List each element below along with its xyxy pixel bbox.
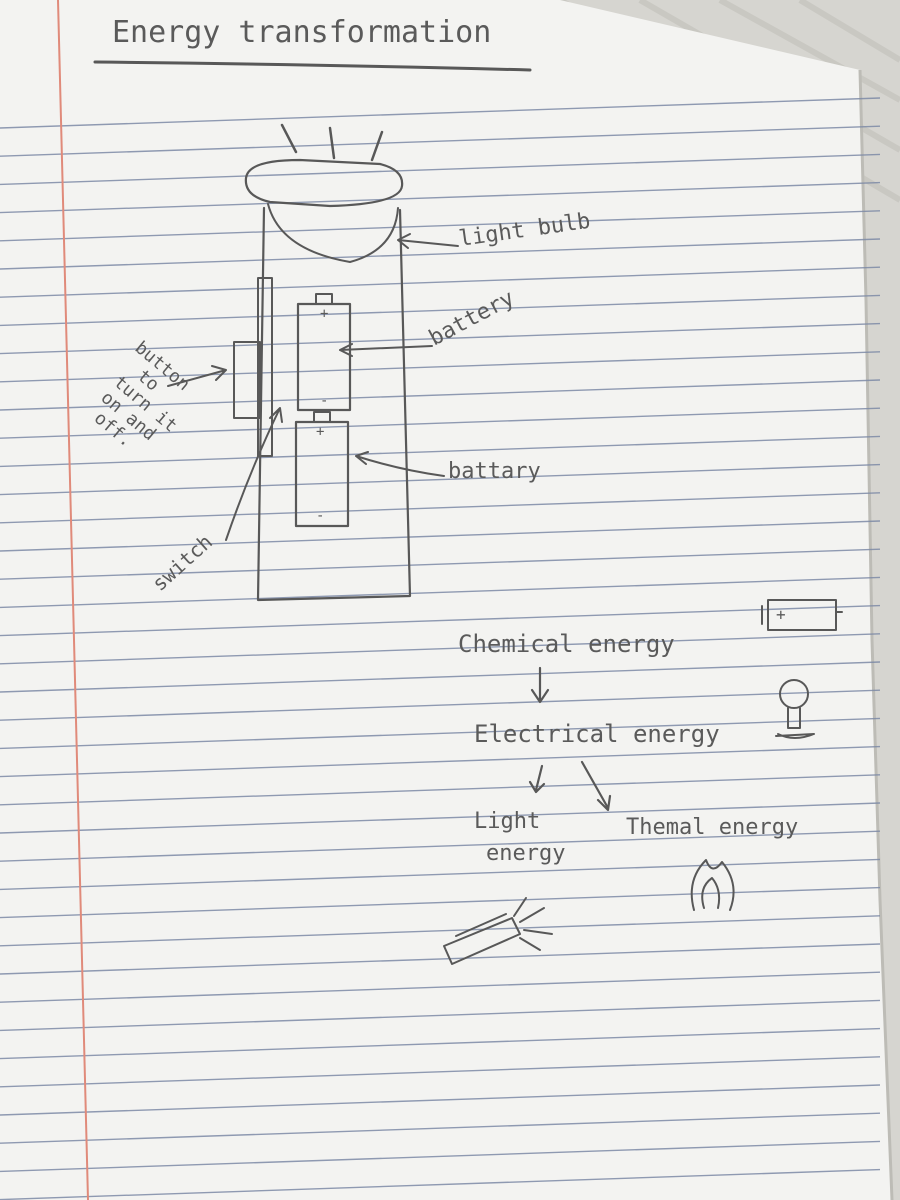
ruled-line bbox=[0, 322, 881, 355]
flashlight-doodle-body bbox=[443, 913, 521, 965]
ruled-line bbox=[0, 210, 881, 242]
page-edge bbox=[858, 69, 894, 1200]
ruled-line bbox=[0, 238, 881, 270]
ruled-line bbox=[0, 943, 881, 975]
flow-thermal: Themal energy bbox=[626, 815, 798, 840]
switch-arrow bbox=[225, 407, 283, 541]
ruled-line bbox=[0, 407, 881, 439]
flame-doodle-outer bbox=[690, 859, 735, 911]
light-bulb-arrow bbox=[397, 233, 459, 249]
ruled-line bbox=[0, 717, 881, 750]
page-title: Energy transformation bbox=[112, 15, 491, 50]
margin-line bbox=[57, 0, 89, 1200]
ruled-line bbox=[0, 492, 881, 524]
ruled-line bbox=[0, 266, 881, 298]
flashlight-drawing: + - + - bbox=[233, 123, 412, 602]
flame-doodle-inner bbox=[701, 877, 721, 909]
battery-doodle-terminals bbox=[761, 605, 843, 625]
battery-bottom-arrow bbox=[355, 451, 445, 477]
ruled-line bbox=[0, 1027, 881, 1060]
battery-top-terminal bbox=[315, 293, 333, 305]
ruled-line bbox=[0, 604, 881, 637]
bulb-doodle-glass bbox=[779, 679, 809, 709]
ruled-line bbox=[0, 97, 881, 129]
title-underline bbox=[93, 60, 532, 72]
ruled-line bbox=[0, 1140, 881, 1173]
ruled-line bbox=[0, 351, 881, 383]
energy-flow: Chemical energy + Electrical energy Ligh… bbox=[443, 599, 843, 965]
ruled-line bbox=[0, 1168, 881, 1200]
ruled-lines bbox=[0, 97, 881, 1200]
arrow-electrical-to-light bbox=[528, 764, 546, 794]
bulb-doodle-base bbox=[775, 707, 815, 739]
ruled-line bbox=[0, 999, 881, 1032]
on-off-button bbox=[233, 341, 261, 419]
battery-doodle-plus: + bbox=[776, 605, 786, 624]
ruled-line bbox=[0, 1056, 881, 1088]
bulb-doodle bbox=[775, 679, 815, 739]
battery-top-arrow bbox=[339, 343, 433, 357]
ruled-line bbox=[0, 858, 881, 891]
ruled-line bbox=[0, 915, 881, 947]
light-rays bbox=[280, 123, 384, 162]
arrow-chemical-to-electrical bbox=[530, 666, 550, 704]
ruled-line bbox=[0, 774, 881, 806]
battery-bottom-plus: + bbox=[316, 424, 324, 440]
ruled-line bbox=[0, 633, 881, 665]
ruled-line bbox=[0, 661, 881, 693]
ruled-line bbox=[0, 548, 881, 580]
ruled-line bbox=[0, 435, 881, 468]
ruled-line bbox=[0, 971, 881, 1003]
battery-doodle-body bbox=[767, 599, 837, 631]
battery-bottom-terminal bbox=[313, 411, 331, 423]
ruled-line bbox=[0, 1084, 881, 1116]
ruled-line bbox=[0, 576, 881, 609]
battery-doodle: + bbox=[761, 599, 843, 631]
flow-light-line1: Light bbox=[474, 809, 540, 834]
switch-strip bbox=[257, 277, 273, 457]
flow-chemical: Chemical energy bbox=[458, 630, 675, 658]
flashlight-head bbox=[244, 158, 404, 208]
ruled-line bbox=[0, 181, 881, 214]
ruled-line bbox=[0, 1112, 881, 1144]
flame-doodle bbox=[690, 859, 735, 911]
flow-light-line2: energy bbox=[486, 841, 565, 866]
battery-bottom-label: battary bbox=[448, 459, 541, 484]
flow-electrical: Electrical energy bbox=[474, 720, 720, 748]
ruled-line bbox=[0, 294, 881, 327]
ruled-line bbox=[0, 830, 881, 862]
button-arrow bbox=[167, 365, 227, 387]
ruled-line bbox=[0, 520, 881, 552]
flashlight-doodle-rays bbox=[513, 897, 553, 951]
battery-top-plus: + bbox=[320, 306, 328, 322]
ruled-line bbox=[0, 125, 881, 157]
bulb-cup bbox=[267, 203, 399, 263]
ruled-line bbox=[0, 689, 881, 721]
ruled-line bbox=[0, 463, 881, 496]
ruled-line bbox=[0, 379, 881, 411]
arrow-electrical-to-thermal bbox=[580, 760, 612, 812]
battery-top-minus: - bbox=[320, 393, 328, 409]
ruled-line bbox=[0, 745, 881, 778]
ruled-line bbox=[0, 802, 881, 834]
flashlight-doodle bbox=[443, 897, 553, 965]
ruled-line bbox=[0, 153, 881, 186]
battery-bottom-minus: - bbox=[316, 508, 324, 524]
